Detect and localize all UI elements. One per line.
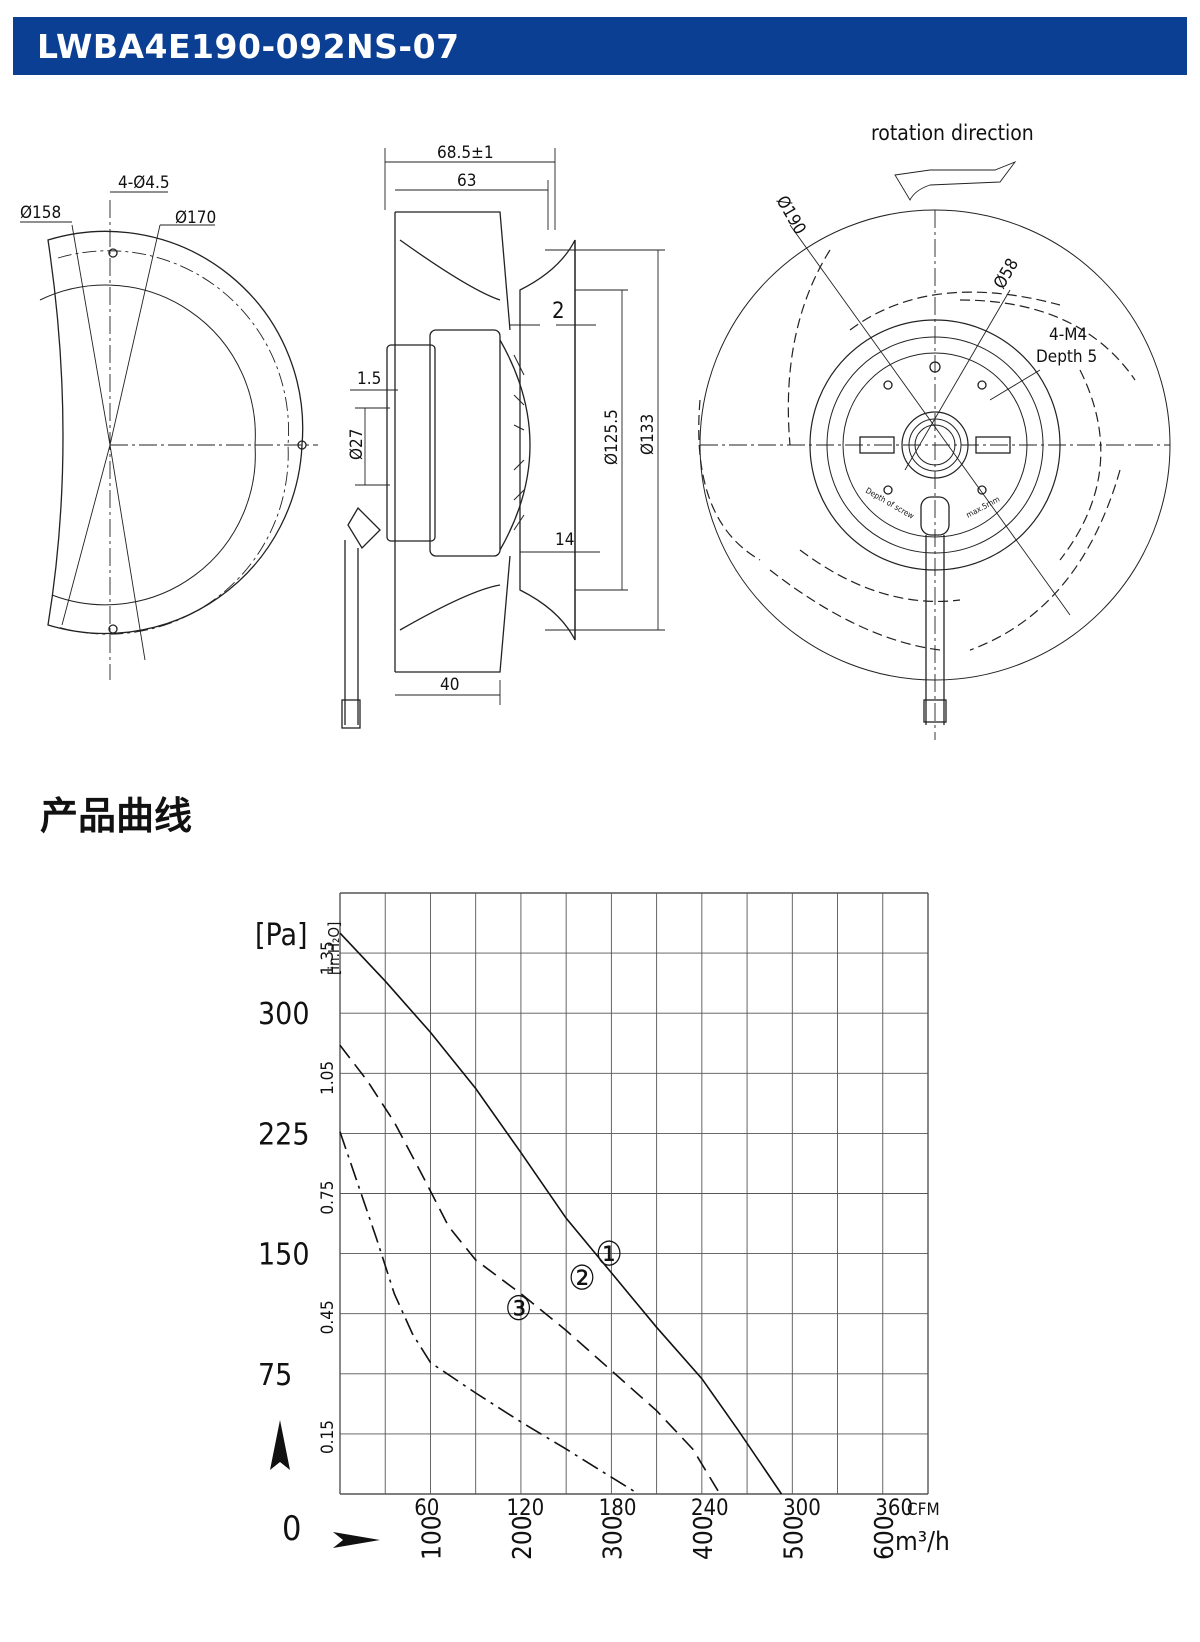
x-tick-m3h: 100 [417,1515,447,1560]
curve-label-3: ③ [505,1289,532,1329]
curve-label-2: ② [568,1259,595,1299]
back-view [698,160,1171,740]
dim-screw-depth: Depth 5 [1036,347,1097,367]
x-unit-cfm: CFM [907,1500,940,1520]
x-tick-cfm: 180 [599,1496,637,1521]
dim-gap: 2 [552,299,565,324]
y-tick-inh2o: 1.05 [318,1061,338,1095]
x-tick-m3h: 500 [779,1515,809,1560]
y-unit-secondary: [in.H₂O] [325,922,343,975]
front-view [20,191,318,680]
dim-d170: Ø170 [175,208,216,228]
y-tick-pa: 300 [258,997,310,1032]
chart-axis-labels: [Pa] [in.H₂O] CFM m³/h 0 75 150 225 300 0.15… [255,918,950,1560]
curve-label-1: ① [595,1235,622,1275]
chart-curves [339,932,783,1495]
dim-wheel: Ø190 [772,193,810,239]
y-tick-inh2o: 1.35 [318,941,338,975]
dim-step: 1.5 [357,369,381,389]
dim-outer: Ø133 [638,414,658,455]
side-view [341,148,665,729]
x-tick-cfm: 60 [414,1496,439,1521]
dim-depth: 14 [555,530,574,550]
y-tick-inh2o: 0.75 [318,1181,338,1215]
section-title: 产品曲线 [40,794,193,838]
x-arrow-icon [333,1532,380,1548]
dim-hub: Ø58 [990,255,1023,292]
y-arrow-icon [270,1420,290,1470]
x-unit-m3h: m³/h [895,1527,950,1557]
x-tick-cfm: 300 [783,1496,821,1521]
hub-label-right: max.5mm [965,495,1002,520]
x-tick-m3h: 600 [870,1515,900,1560]
x-tick-m3h: 400 [689,1515,719,1560]
y-tick-pa: 150 [258,1238,310,1273]
dim-d158: Ø158 [20,203,61,223]
dim-screws: 4-M4 [1049,325,1087,345]
technical-drawing: Ø158 Ø170 4-Ø4.5 68.5±1 63 2 1.5 Ø27 Ø12… [20,121,1171,740]
dim-shaft: Ø27 [347,429,367,461]
curve-labels: ①②③ [505,1235,623,1329]
product-title: LWBA4E190-092NS-07 [37,27,460,66]
x-tick-m3h: 200 [508,1515,538,1560]
origin-zero: 0 [282,1509,301,1549]
dim-holes: 4-Ø4.5 [118,173,170,193]
x-tick-cfm: 120 [506,1496,544,1521]
dim-body-width: 63 [457,171,476,191]
x-tick-cfm: 240 [691,1496,729,1521]
performance-chart: [Pa] [in.H₂O] CFM m³/h 0 75 150 225 300 0.15… [255,892,950,1560]
dim-total-width: 68.5±1 [437,143,494,163]
rotation-label: rotation direction [871,121,1034,145]
x-tick-m3h: 300 [598,1515,628,1560]
curve-3 [339,1131,639,1495]
curve-2 [339,1044,721,1495]
curve-1 [339,932,783,1495]
hub-label-left: Depth of screw [864,486,916,521]
chart-grid [339,892,929,1495]
y-tick-inh2o: 0.15 [318,1420,338,1454]
x-tick-cfm: 360 [875,1496,913,1521]
y-tick-pa: 75 [258,1358,292,1393]
title-bar: LWBA4E190-092NS-07 [13,17,1187,75]
y-tick-inh2o: 0.45 [318,1300,338,1334]
y-tick-pa: 225 [258,1117,310,1152]
dim-width: 40 [440,675,459,695]
y-unit-label: [Pa] [255,918,308,953]
dim-ring: Ø125.5 [602,409,622,465]
